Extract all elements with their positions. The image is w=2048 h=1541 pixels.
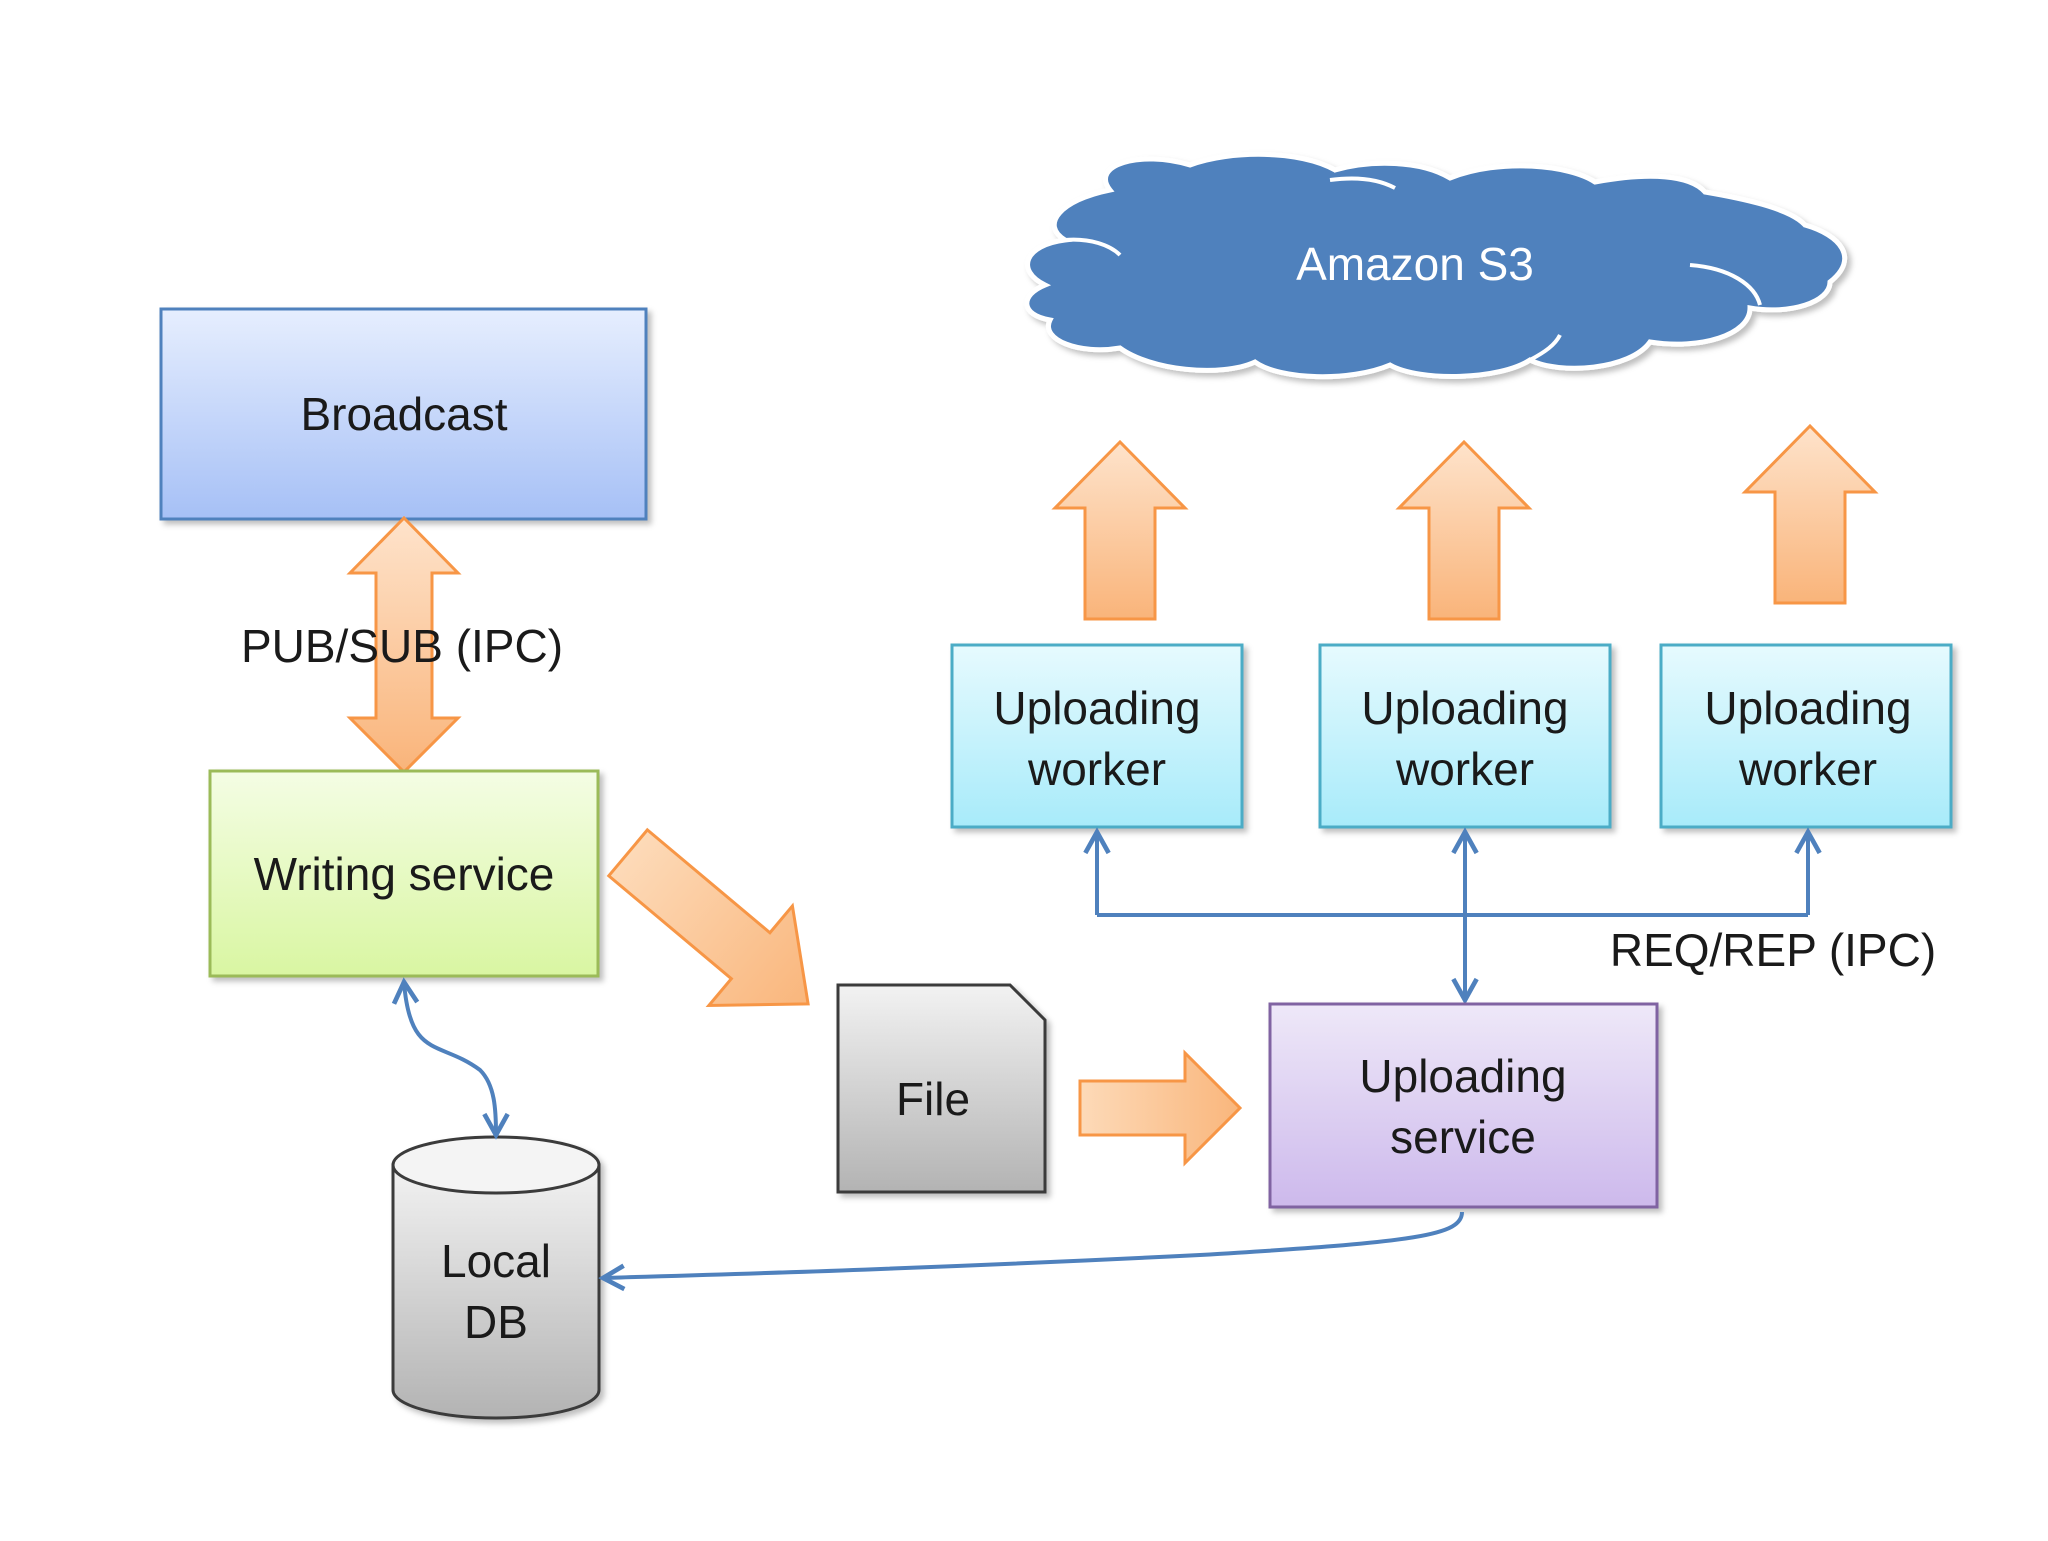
upload-arrow-1 <box>1051 439 1189 621</box>
file-icon <box>836 983 1047 1194</box>
worker-3-line1: Uploading <box>1704 682 1911 734</box>
upload-arrow-2 <box>1395 439 1533 621</box>
amazon-s3-cloud <box>1024 151 1848 380</box>
broadcast-label: Broadcast <box>300 388 507 440</box>
broadcast-box <box>159 307 648 521</box>
local-db-label-line1: Local <box>441 1235 551 1287</box>
reqrep-connectors <box>1097 832 1808 1000</box>
uploading-service-line2: service <box>1390 1111 1536 1163</box>
file-upload-arrow <box>1078 1049 1243 1167</box>
amazon-s3-label: Amazon S3 <box>1296 238 1534 290</box>
uploading-service-box <box>1268 1002 1659 1209</box>
upload-db-connector <box>603 1211 1464 1278</box>
writing-service-box <box>208 769 600 978</box>
worker-2-line2: worker <box>1395 743 1534 795</box>
local-db-cylinder <box>391 1135 601 1420</box>
upload-arrow-3 <box>1741 423 1879 605</box>
file-label: File <box>896 1073 970 1125</box>
pubsub-label: PUB/SUB (IPC) <box>241 620 563 672</box>
worker-1-line2: worker <box>1027 743 1166 795</box>
writing-service-label: Writing service <box>254 848 555 900</box>
uploading-worker-box-3 <box>1659 643 1953 829</box>
uploading-service-line1: Uploading <box>1359 1050 1566 1102</box>
uploading-worker-box-2 <box>1318 643 1612 829</box>
local-db-label-line2: DB <box>464 1296 528 1348</box>
worker-3-line2: worker <box>1738 743 1877 795</box>
worker-2-line1: Uploading <box>1361 682 1568 734</box>
write-file-arrow <box>606 827 810 1008</box>
worker-1-line1: Uploading <box>993 682 1200 734</box>
writing-db-connector <box>404 982 496 1135</box>
uploading-worker-box-1 <box>950 643 1244 829</box>
reqrep-label: REQ/REP (IPC) <box>1610 924 1936 976</box>
